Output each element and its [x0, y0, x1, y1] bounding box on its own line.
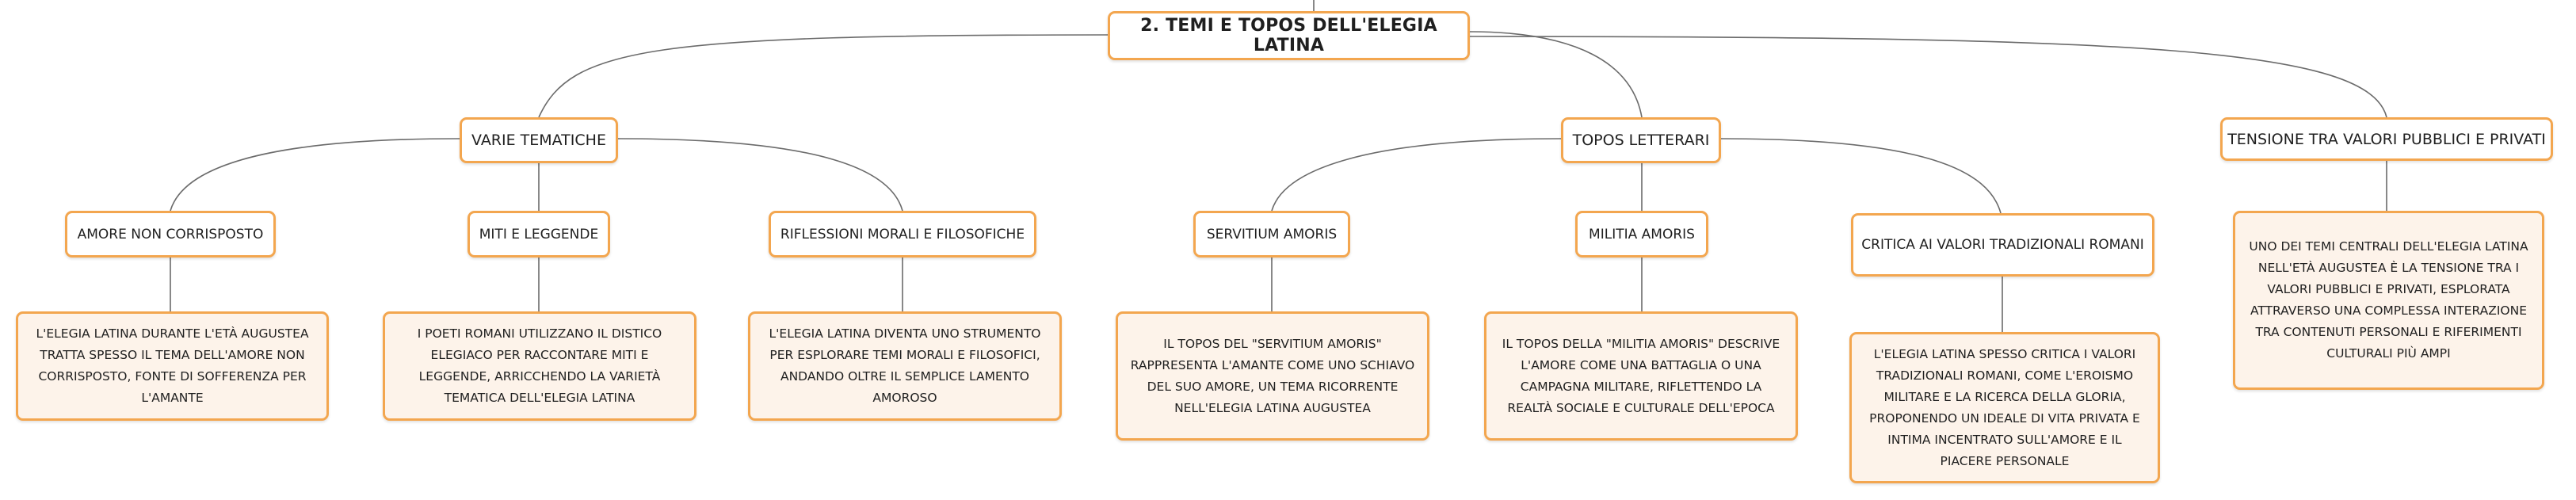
topic-amore-non-corrisposto[interactable]: AMORE NON CORRISPOSTO — [65, 211, 276, 258]
root-topic[interactable]: 2. TEMI E TOPOS DELL'ELEGIA LATINA — [1108, 11, 1470, 60]
topic-riflessioni-morali[interactable]: RIFLESSIONI MORALI E FILOSOFICHE — [769, 211, 1036, 258]
branch-topos-letterari[interactable]: TOPOS LETTERARI — [1561, 117, 1721, 163]
connector-root-varie — [538, 34, 1109, 118]
detail-riflessioni-morali: L'ELEGIA LATINA DIVENTA UNO STRUMENTO PE… — [748, 311, 1062, 421]
topic-miti-e-leggende[interactable]: MITI E LEGGENDE — [467, 211, 610, 258]
detail-amore-non-corrisposto: L'ELEGIA LATINA DURANTE L'ETÀ AUGUSTEA T… — [16, 311, 329, 421]
detail-militia-amoris: IL TOPOS DELLA "MILITIA AMORIS" DESCRIVE… — [1484, 311, 1798, 441]
connector-varie-amore — [170, 138, 460, 212]
branch-tensione-valori[interactable]: TENSIONE TRA VALORI PUBBLICI E PRIVATI — [2220, 117, 2553, 161]
connector-root-tensione — [1469, 36, 2387, 118]
detail-miti-e-leggende: I POETI ROMANI UTILIZZANO IL DISTICO ELE… — [383, 311, 696, 421]
detail-tensione-valori: UNO DEI TEMI CENTRALI DELL'ELEGIA LATINA… — [2233, 211, 2544, 390]
connector-root-topos — [1469, 31, 1643, 118]
connector-topos-critica — [1720, 138, 2002, 214]
branch-varie-tematiche[interactable]: VARIE TEMATICHE — [460, 117, 618, 163]
topic-servitium-amoris[interactable]: SERVITIUM AMORIS — [1193, 211, 1350, 258]
topic-critica-valori[interactable]: CRITICA AI VALORI TRADIZIONALI ROMANI — [1851, 213, 2154, 277]
detail-critica-valori: L'ELEGIA LATINA SPESSO CRITICA I VALORI … — [1849, 332, 2160, 483]
connector-topos-servitium — [1271, 138, 1562, 212]
connector-varie-riflessioni — [617, 138, 903, 212]
detail-servitium-amoris: IL TOPOS DEL "SERVITIUM AMORIS" RAPPRESE… — [1116, 311, 1429, 441]
topic-militia-amoris[interactable]: MILITIA AMORIS — [1575, 211, 1708, 258]
